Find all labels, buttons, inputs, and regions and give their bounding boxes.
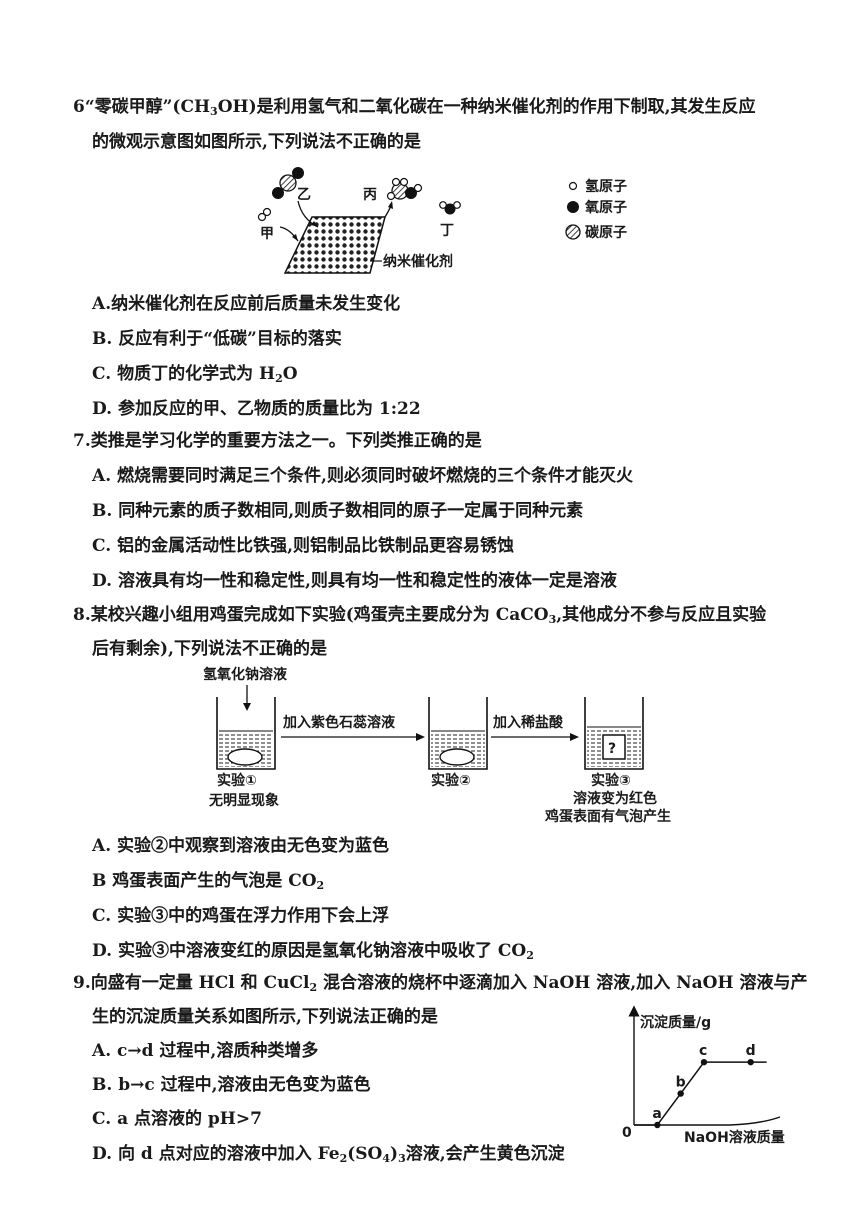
- q8-option-d: D. 实验③中溶液变红的原因是氢氧化钠溶液中吸收了 CO2: [92, 941, 534, 962]
- label-ding: 丁: [440, 223, 454, 239]
- label-exp3-note2: 鸡蛋表面有气泡产生: [544, 808, 671, 825]
- q9-stem-line2: 生的沉淀质量关系如图所示,下列说法正确的是: [92, 1007, 438, 1027]
- label-catalyst: 纳米催化剂: [383, 253, 453, 270]
- data-point-d: [747, 1058, 754, 1066]
- legend-oxygen-label: 氧原子: [584, 199, 627, 216]
- q9-option-c: C. a 点溶液的 pH>7: [92, 1109, 262, 1129]
- q8-option-c: C. 实验③中的鸡蛋在浮力作用下会上浮: [92, 906, 390, 926]
- q7-option-a: A. 燃烧需要同时满足三个条件,则必须同时破坏燃烧的三个条件才能灭火: [92, 466, 633, 486]
- q7-stem: 7.类推是学习化学的重要方法之一。下列类推正确的是: [73, 431, 482, 451]
- label-exp3-note1: 溶液变为红色: [573, 790, 657, 807]
- q6-stem-line1: 6“零碳甲醇”(CH3OH)是利用氢气和二氧化碳在一种纳米催化剂的作用下制取,其…: [73, 97, 756, 118]
- label-bing: 丙: [363, 187, 377, 203]
- q7-option-b: B. 同种元素的质子数相同,则质子数相同的原子一定属于同种元素: [92, 501, 584, 521]
- beaker-exp3: [584, 697, 644, 770]
- q6-option-a: A.纳米催化剂在反应前后质量未发生变化: [92, 294, 401, 314]
- q9-option-b: B. b→c 过程中,溶液由无色变为蓝色: [92, 1075, 371, 1095]
- label-exp3: 实验③: [591, 772, 631, 789]
- label-exp1: 实验①: [217, 772, 257, 789]
- legend-hydrogen-label: 氢原子: [585, 178, 627, 195]
- label-naoh: 氢氧化钠溶液: [203, 666, 288, 683]
- catalyst-sheet: [283, 216, 386, 274]
- x-axis: [634, 1116, 781, 1126]
- legend-carbon-icon: [565, 224, 581, 240]
- egg-icon: [439, 748, 475, 766]
- molecule-yi-co2: [272, 167, 304, 199]
- q9-precipitate-chart: 沉淀质量/g NaOH溶液质量 0 abc d: [622, 1005, 785, 1146]
- molecule-bing-ch3oh: [386, 177, 423, 201]
- beaker-exp1: [216, 697, 276, 770]
- q6-option-d: D. 参加反应的甲、乙物质的质量比为 1:22: [92, 399, 421, 419]
- point-label-d: d: [746, 1043, 756, 1059]
- q6-legend: 氢原子 氧原子 碳原子: [565, 178, 627, 241]
- legend-hydrogen-icon: [568, 181, 578, 191]
- egg-icon: [227, 748, 263, 766]
- label-exp2: 实验②: [431, 772, 471, 789]
- legend-carbon-label: 碳原子: [585, 224, 627, 241]
- q9-option-a: A. c→d 过程中,溶质种类增多: [92, 1041, 319, 1061]
- label-arrow1: 加入紫色石蕊溶液: [282, 714, 396, 731]
- label-exp1-note: 无明显现象: [208, 792, 279, 809]
- q9-option-d: D. 向 d 点对应的溶液中加入 Fe2(SO4)3溶液,会产生黄色沉淀: [92, 1144, 565, 1165]
- point-label-a: a: [652, 1106, 661, 1122]
- q6-stem-line2: 的微观示意图如图所示,下列说法不正确的是: [92, 132, 421, 152]
- q8-option-a: A. 实验②中观察到溶液由无色变为蓝色: [92, 836, 390, 856]
- point-label-b: b: [676, 1075, 686, 1091]
- chart-ylabel: 沉淀质量/g: [640, 1014, 711, 1031]
- point-label-c: c: [699, 1043, 707, 1059]
- legend-oxygen-icon: [567, 201, 579, 213]
- q8-option-b: B 鸡蛋表面产生的气泡是 CO2: [92, 871, 325, 892]
- q8-experiment-diagram: 氢氧化钠溶液 实验① 无明显现象 加入紫色石蕊溶液 实验② 加入稀盐酸 ? 实验…: [203, 666, 671, 825]
- q9-stem-line1: 9.向盛有一定量 HCl 和 CuCl2 混合溶液的烧杯中逐滴加入 NaOH 溶…: [73, 973, 808, 994]
- q6-option-c: C. 物质丁的化学式为 H2O: [92, 364, 298, 385]
- label-arrow2: 加入稀盐酸: [492, 714, 564, 731]
- q6-option-b: B. 反应有利于“低碳”目标的落实: [92, 329, 342, 349]
- q8-stem-line1: 8.某校兴趣小组用鸡蛋完成如下实验(鸡蛋壳主要成分为 CaCO3,其他成分不参与…: [73, 605, 767, 626]
- beaker-exp2: [428, 697, 488, 770]
- label-yi: 乙: [297, 187, 311, 203]
- q8-stem-line2: 后有剩余),下列说法不正确的是: [92, 639, 327, 659]
- chart-origin: 0: [622, 1125, 632, 1141]
- data-point-a: [654, 1121, 661, 1129]
- data-point-b: [677, 1090, 684, 1097]
- q7-option-c: C. 铝的金属活动性比铁强,则铝制品比铁制品更容易锈蚀: [92, 536, 514, 556]
- molecule-jia-h2: [257, 207, 272, 222]
- q6-reaction-diagram: 乙 甲 丙 丁 纳米催化剂: [257, 167, 461, 274]
- q7-option-d: D. 溶液具有均一性和稳定性,则具有均一性和稳定性的液体一定是溶液: [92, 571, 617, 591]
- q6-number: 6: [73, 97, 85, 117]
- molecule-ding-h2o: [439, 201, 461, 215]
- data-point-c: [700, 1058, 708, 1066]
- chart-xlabel: NaOH溶液质量: [684, 1129, 785, 1146]
- label-jia: 甲: [260, 226, 274, 242]
- question-mark: ?: [608, 741, 616, 757]
